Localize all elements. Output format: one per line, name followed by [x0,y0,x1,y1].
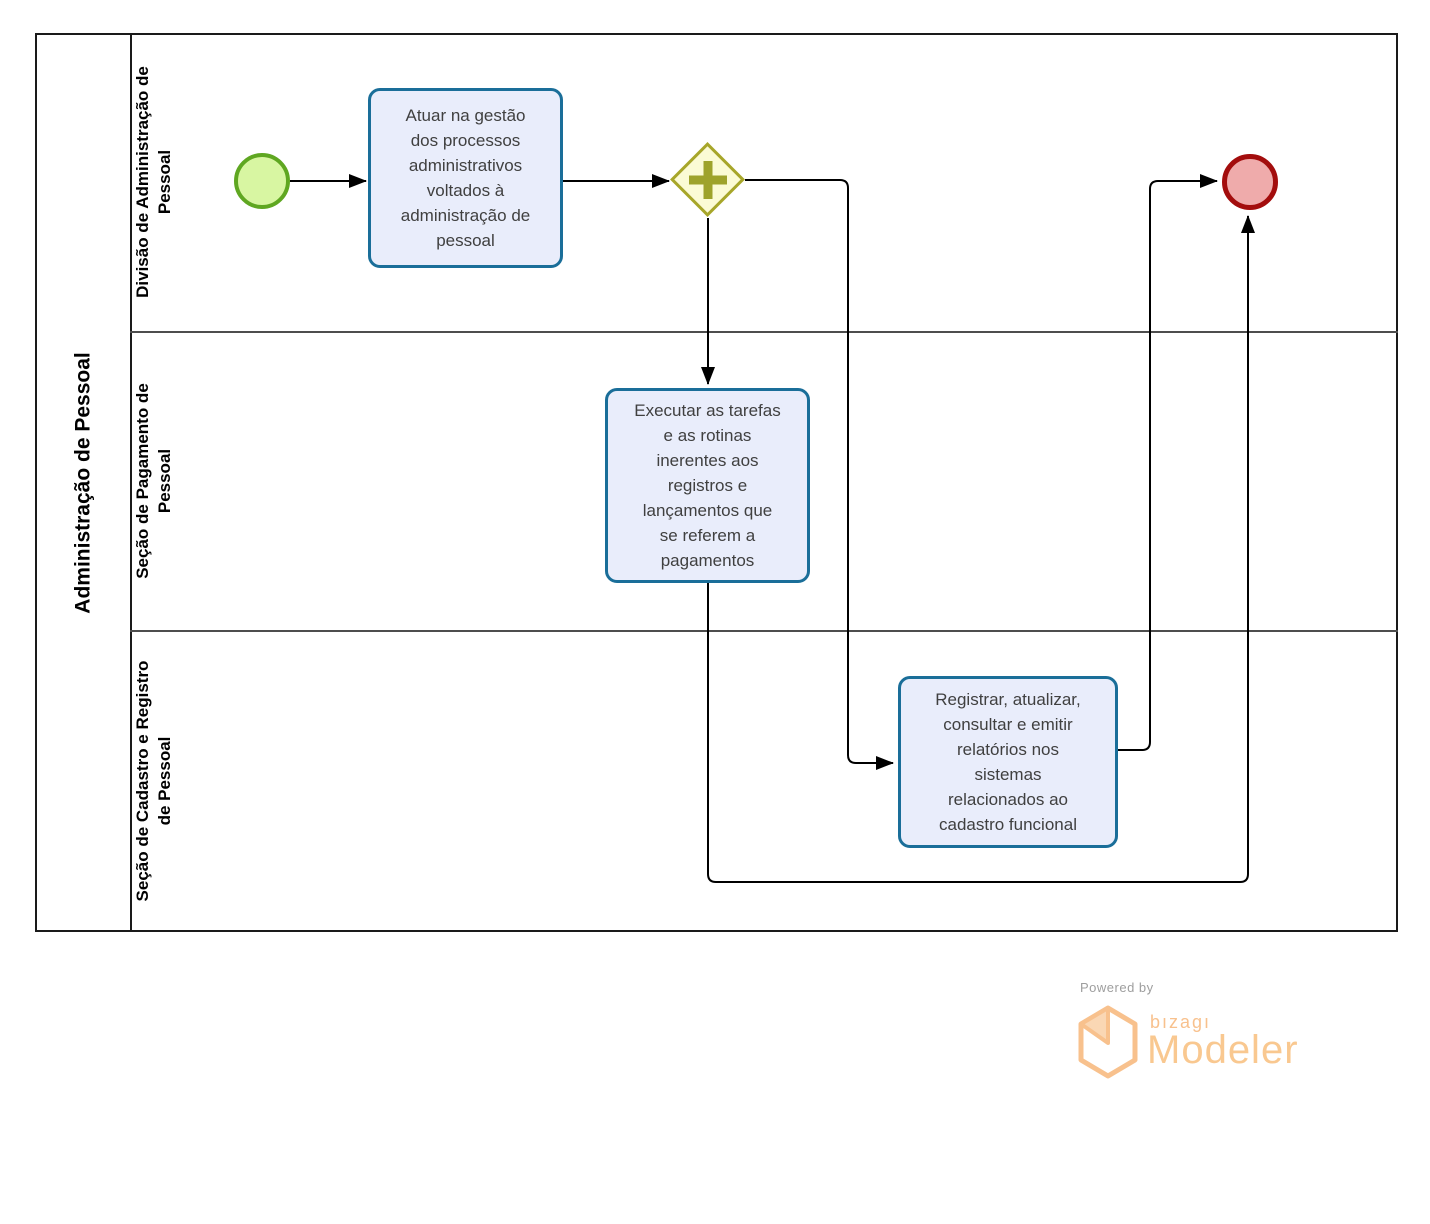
parallel-gateway [670,142,745,217]
task-registrar-atualizar: Registrar, atualizar, consultar e emitir… [898,676,1118,848]
lane-divider-2 [130,630,1398,632]
lane-label-divisao-administracao: Divisão de Administração de Pessoal [133,66,174,298]
end-event [1222,154,1278,210]
powered-by-text: Powered by [1080,980,1154,995]
lane-label-secao-cadastro-registro: Seção de Cadastro e Registro de Pessoal [133,660,174,902]
bizagi-logo-icon [1078,1005,1138,1079]
pool-administracao-de-pessoal [35,33,1398,932]
lane-secao-pagamento: Seção de Pagamento de Pessoal [130,331,178,630]
plus-icon [684,156,731,203]
gateway-diamond [670,142,745,217]
start-event [234,153,290,209]
bizagi-wordmark: bızagı [1150,1012,1212,1032]
pool-title-label: Administração de Pessoal [70,351,94,614]
pool-title: Administração de Pessoal [35,33,130,932]
lane-divisao-administracao: Divisão de Administração de Pessoal [130,33,178,331]
task-atuar-na-gestao: Atuar na gestão dos processos administra… [368,88,563,268]
lane-secao-cadastro-registro: Seção de Cadastro e Registro de Pessoal [130,630,178,932]
task-executar-tarefas: Executar as tarefas e as rotinas inerent… [605,388,810,583]
modeler-wordmark: Modeler [1147,1028,1299,1072]
lane-divider-1 [130,331,1398,333]
lane-label-secao-pagamento: Seção de Pagamento de Pessoal [133,382,174,579]
pool-header-divider [130,33,132,932]
